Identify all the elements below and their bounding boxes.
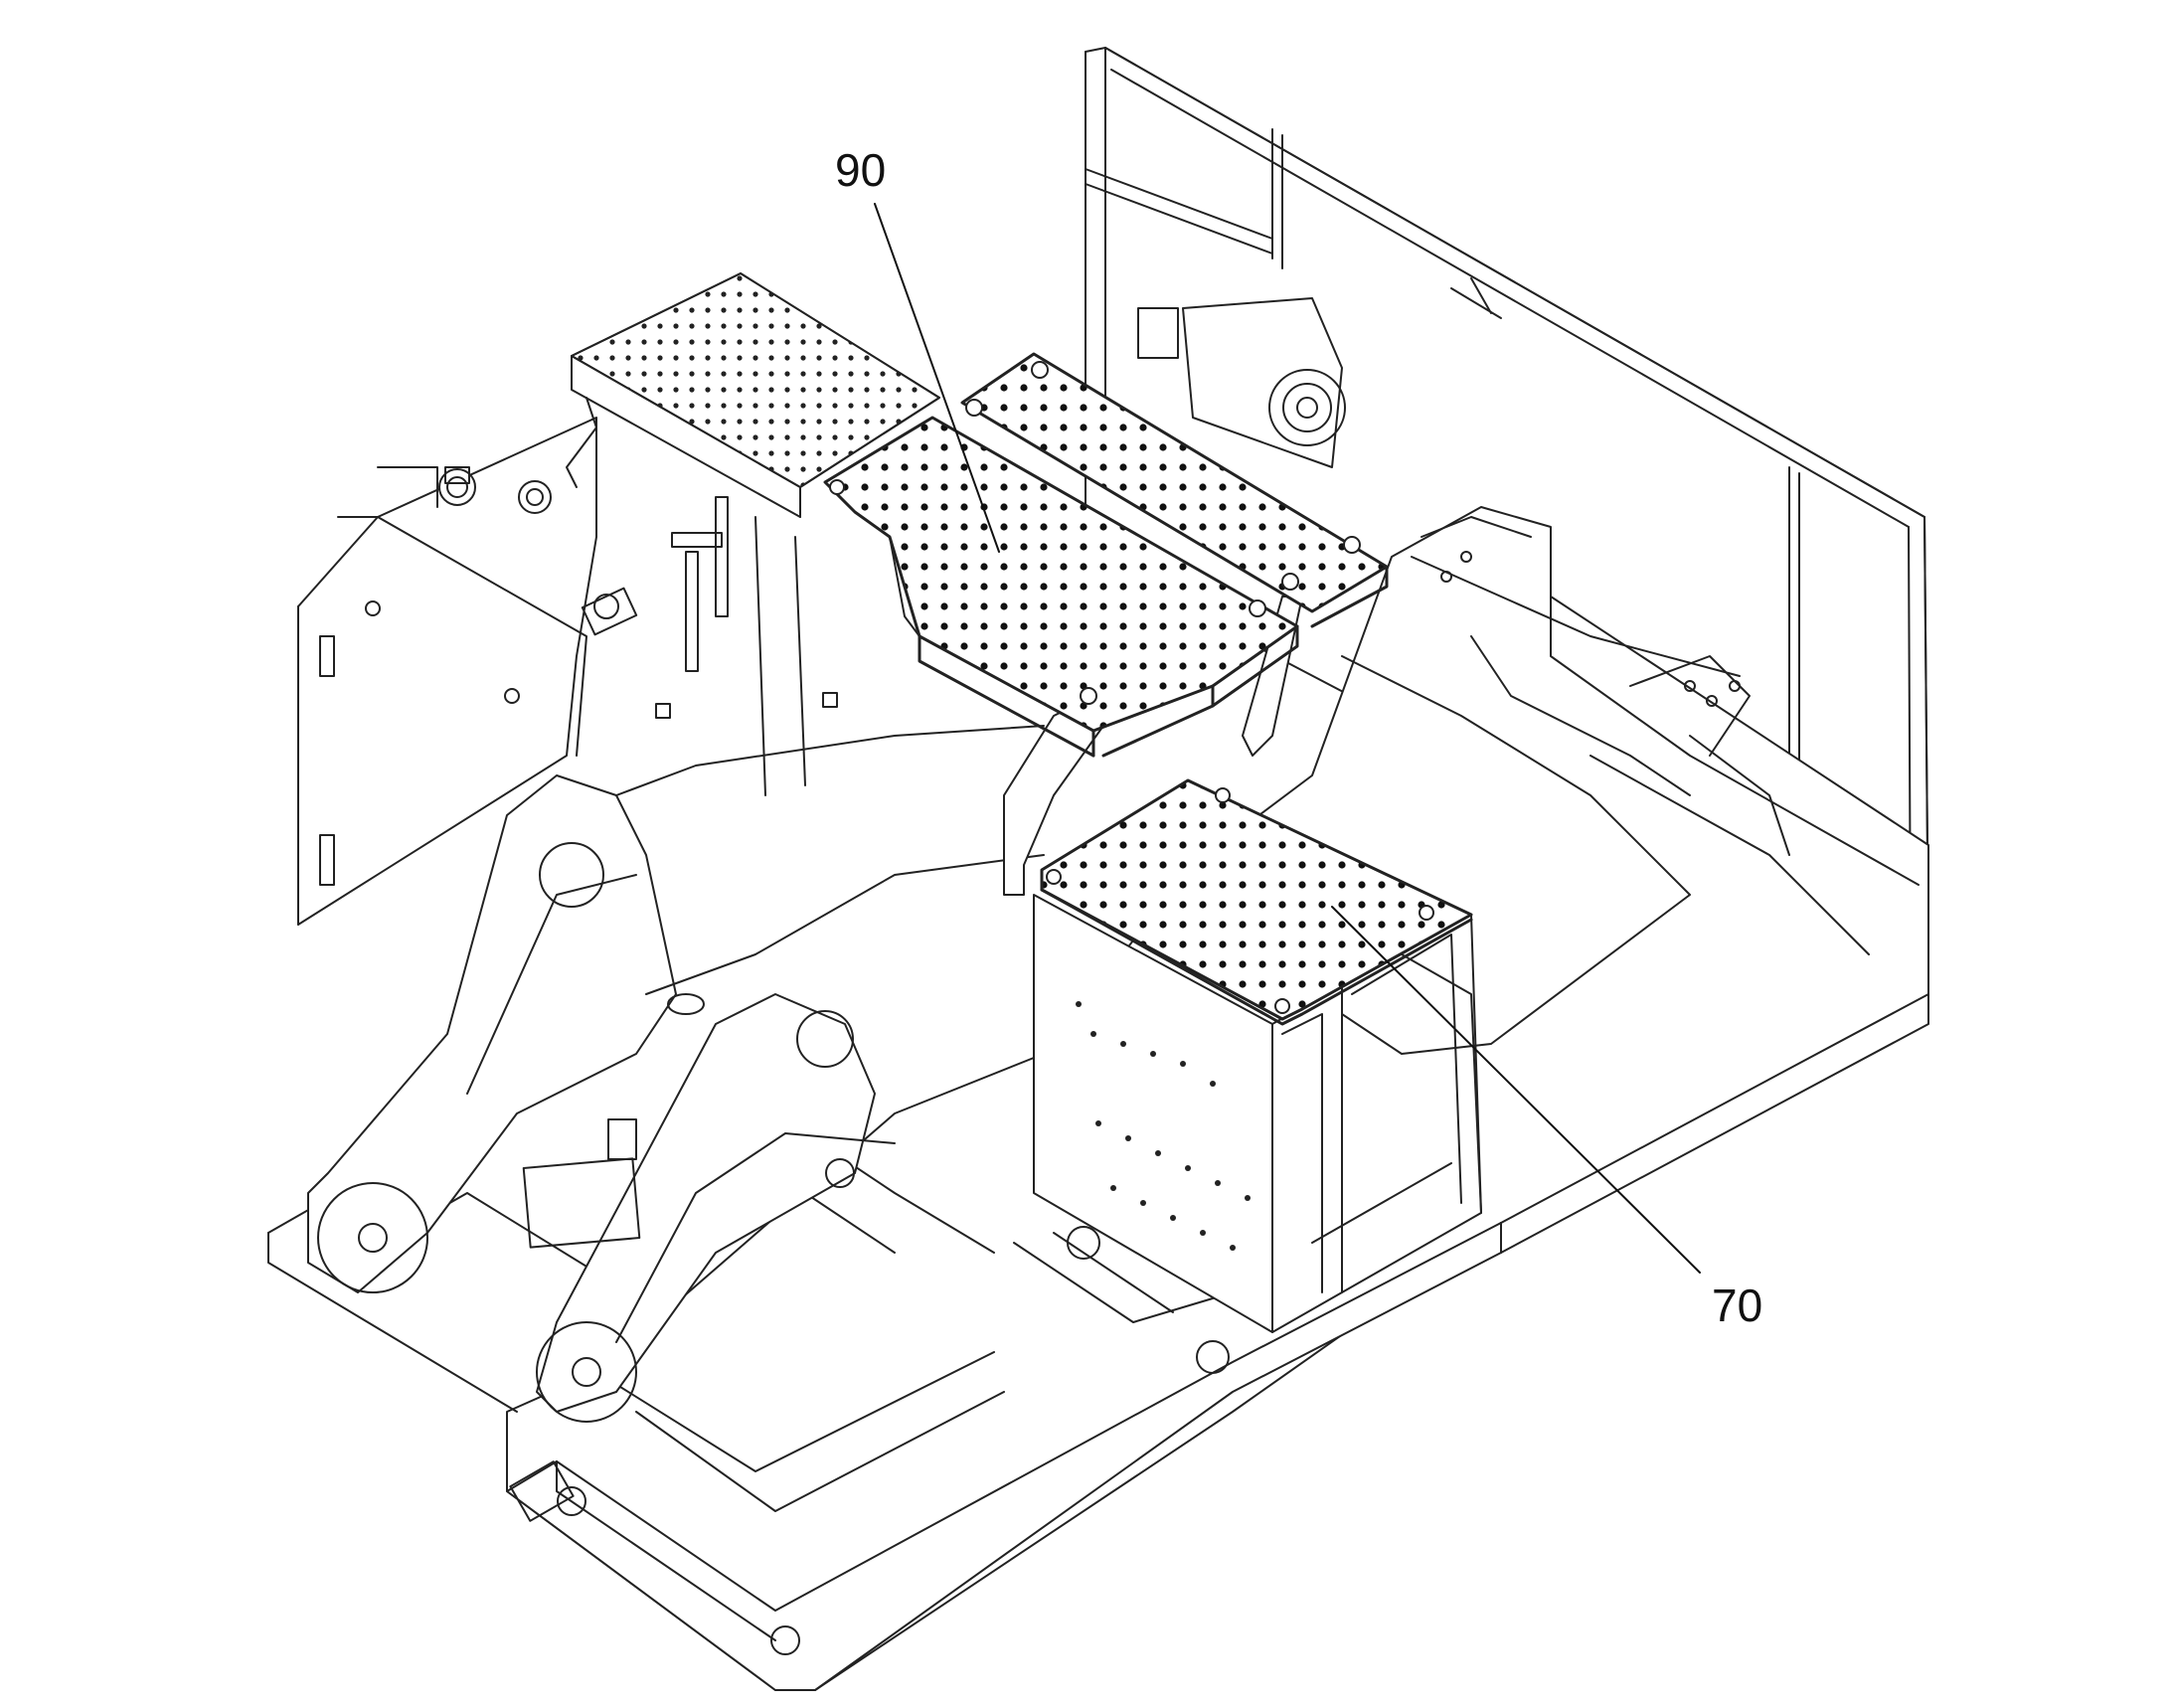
lower-step-70	[1040, 778, 1473, 1026]
callout-label-90: 90	[835, 144, 887, 196]
leader-lines	[874, 203, 1701, 1274]
left-tank-housing	[297, 417, 838, 926]
leader-line-90	[874, 203, 1000, 553]
leader-line-70	[1331, 906, 1701, 1274]
rear-top-panel	[438, 272, 940, 636]
boom-mount	[307, 725, 1045, 1423]
callout-label-70: 70	[1712, 1280, 1763, 1331]
upper-step-90	[823, 352, 1389, 758]
cabinet-holes	[1076, 1001, 1251, 1251]
